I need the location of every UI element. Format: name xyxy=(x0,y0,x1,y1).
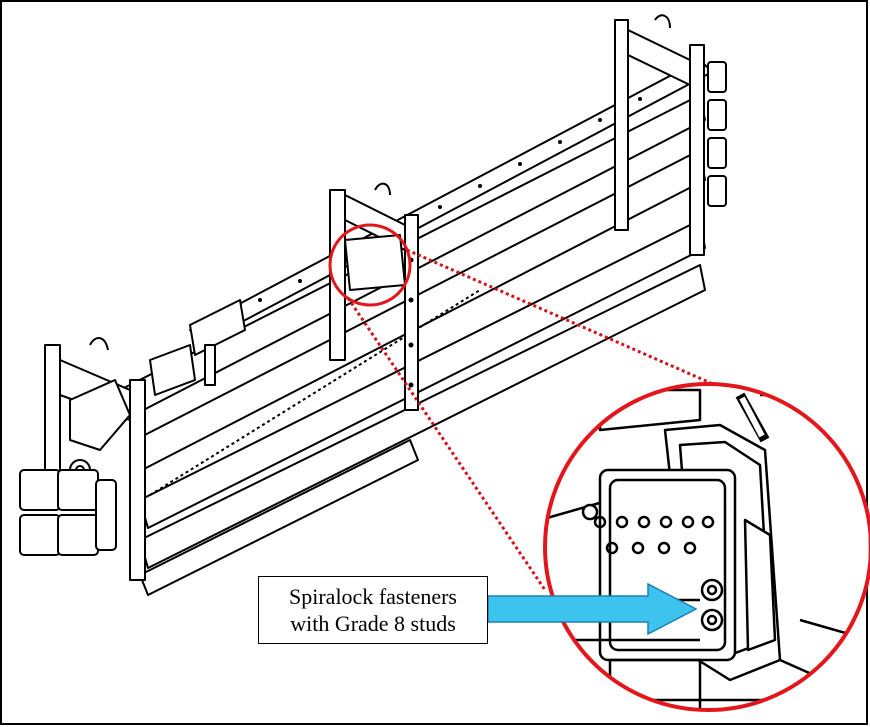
callout-arrow xyxy=(487,582,698,636)
callout-line-1: Spiralock fasteners xyxy=(289,584,457,609)
rail-beam-6 xyxy=(139,439,419,596)
rail-holes xyxy=(258,97,642,302)
right-end-bracket xyxy=(614,14,727,256)
middle-splice-bracket xyxy=(329,182,419,411)
rail-assembly xyxy=(19,14,727,596)
leader-line-lower xyxy=(346,297,547,591)
callout-line-2: with Grade 8 studs xyxy=(290,611,456,636)
left-end-bracket xyxy=(44,337,146,581)
highlight-circle xyxy=(328,223,412,307)
rail-slot xyxy=(149,289,481,496)
leader-line-upper xyxy=(406,248,746,400)
callout-label: Spiralock fasteners with Grade 8 studs xyxy=(258,576,488,644)
left-end-pads xyxy=(19,469,117,556)
mid-lower-bracket xyxy=(149,299,246,396)
